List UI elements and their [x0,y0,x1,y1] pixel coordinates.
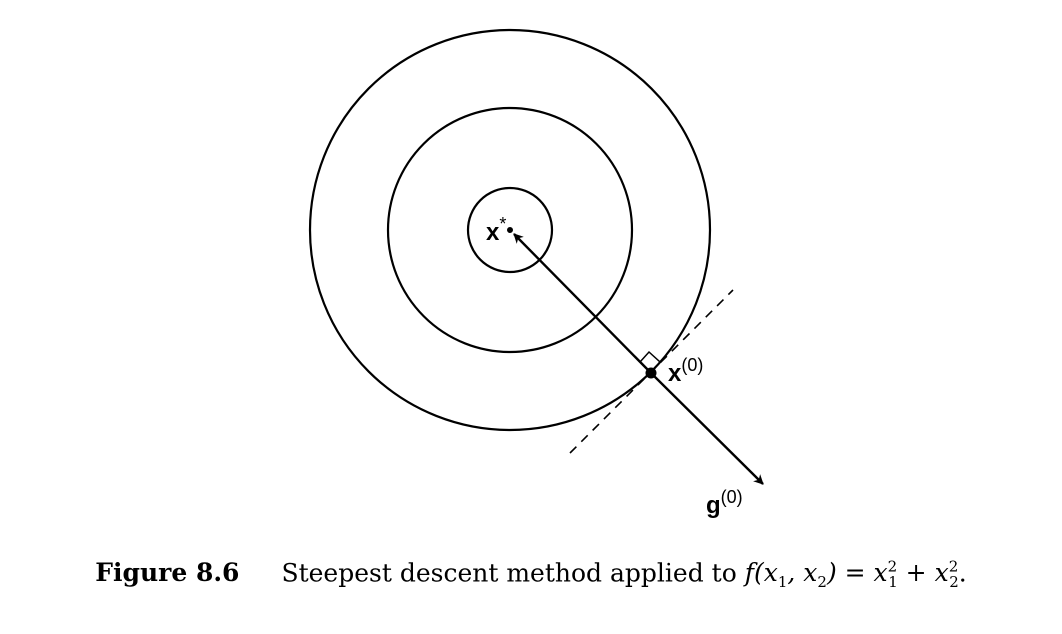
right-angle-marker [639,350,662,374]
contour-inner [466,186,554,274]
contour-middle [386,106,634,354]
contour-outer [308,28,712,432]
gradient-arrow [650,372,764,485]
caption-end: . [958,558,967,588]
contour-diagram: x* x(0) g(0) [308,28,764,519]
minimizer-point [507,227,513,233]
initial-point [645,367,657,379]
label-g0-sup: (0) [721,487,743,507]
label-x0: x(0) [668,355,703,387]
caption-text: Steepest descent method applied to [281,558,737,588]
figure-caption: Figure 8.6 Steepest descent method applie… [0,558,1062,591]
caption-formula: f(x1, x2) = x21 + x22 [744,558,959,592]
caption-label: Figure 8.6 [95,558,240,588]
label-xstar: x* [486,214,506,246]
descent-arrow [513,233,652,374]
label-g0: g(0) [706,487,743,519]
label-xstar-sup: * [499,214,506,234]
label-x0-sup: (0) [681,355,703,375]
